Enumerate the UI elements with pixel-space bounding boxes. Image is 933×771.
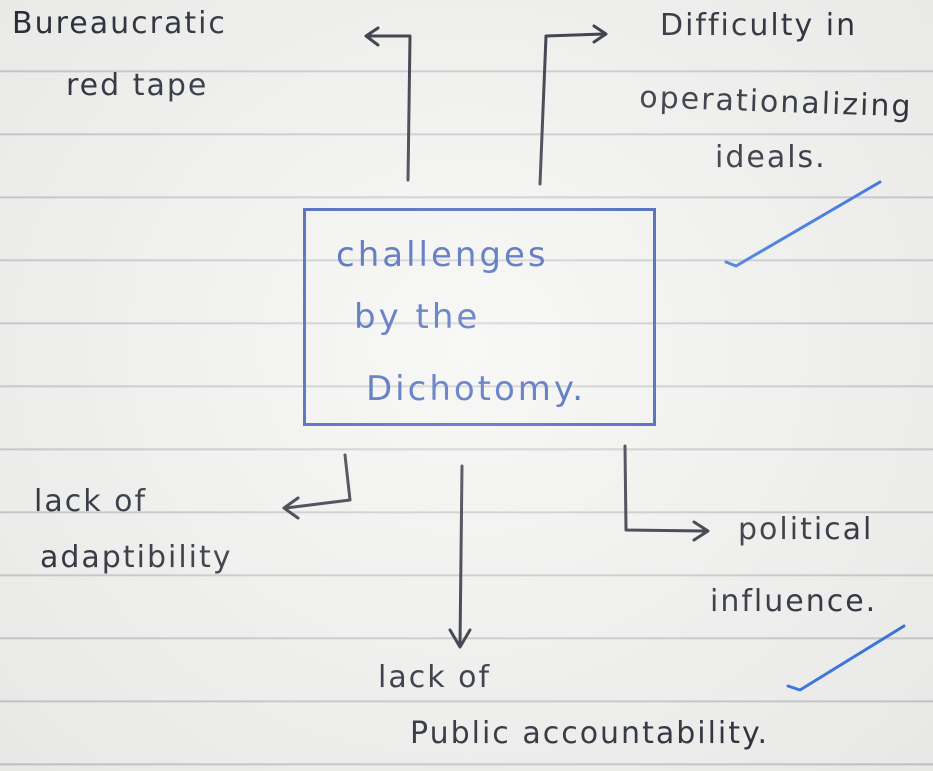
arrow-to-adaptability	[282, 453, 352, 520]
challenges-box: challenges by the Dichotomy.	[303, 208, 656, 426]
arrow-to-political-influence	[623, 444, 710, 542]
note-influence: influence.	[710, 584, 878, 619]
challenges-line-2: by the	[354, 297, 481, 337]
checkmark-icon	[786, 624, 906, 692]
note-ideals: ideals.	[715, 140, 827, 175]
note-adaptibility: adaptibility	[40, 540, 233, 575]
arrow-to-red-tape	[364, 26, 412, 182]
note-lack-of-2: lack of	[378, 660, 492, 695]
note-bureaucratic: Bureaucratic	[12, 6, 227, 41]
challenges-line-1: challenges	[336, 235, 549, 275]
note-red-tape: red tape	[66, 68, 209, 103]
note-political: political	[738, 512, 874, 547]
note-lack-of: lack of	[34, 484, 148, 519]
checkmark-icon	[724, 180, 882, 268]
challenges-line-3: Dichotomy.	[366, 369, 587, 409]
note-difficulty: Difficulty in	[660, 8, 858, 43]
arrow-to-accountability	[448, 464, 472, 649]
arrow-to-operationalizing	[538, 24, 608, 186]
note-public-accountability: Public accountability.	[410, 716, 770, 751]
